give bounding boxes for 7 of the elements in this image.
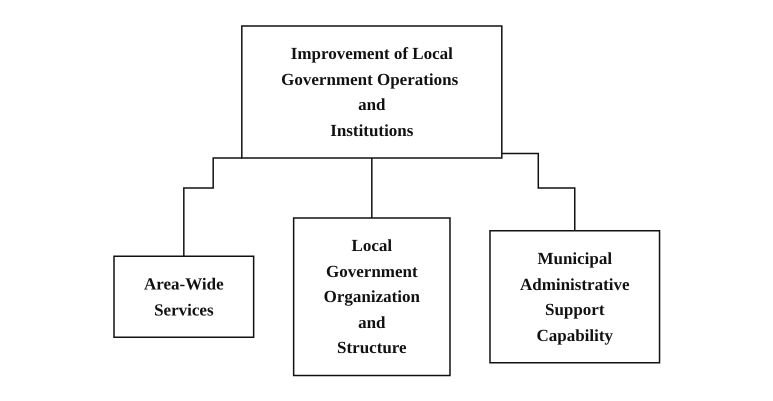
connector (370, 157, 372, 218)
connector (182, 157, 242, 257)
node-box: Municipal Administrative Support Capability (488, 230, 660, 364)
node-box: Improvement of Local Government Operations and Institutions (240, 25, 502, 158)
connector (502, 152, 576, 232)
node-box: Local Government Organization and Structure (292, 217, 450, 376)
node-box: Area-Wide Services (112, 255, 254, 338)
